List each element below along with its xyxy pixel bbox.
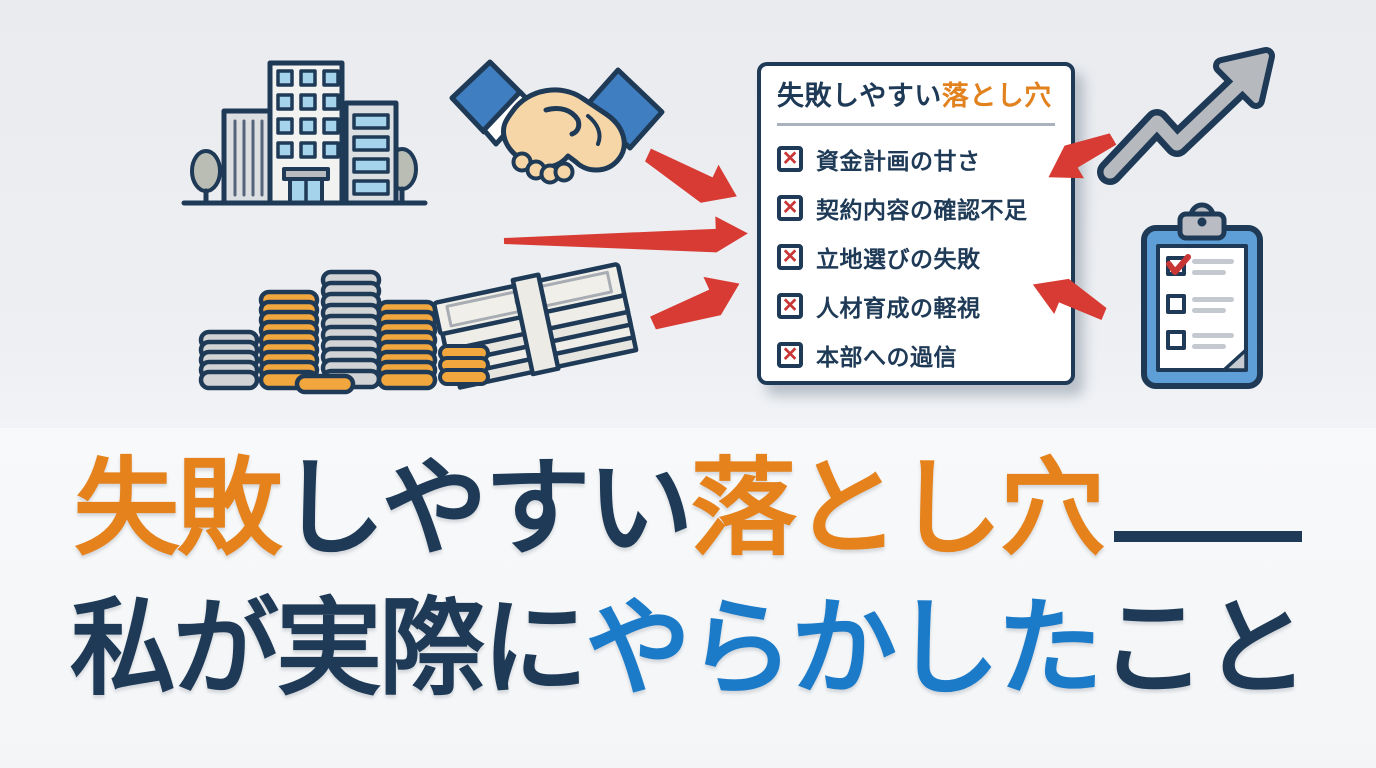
x-checkbox-icon: × bbox=[777, 143, 803, 173]
x-mark-icon: × bbox=[782, 241, 798, 270]
headline-line1-seg1: 失敗 bbox=[73, 450, 283, 568]
checklist-item: × 立地選びの失敗 bbox=[777, 233, 1055, 282]
headline-line1-seg2: しやすい bbox=[279, 450, 694, 568]
checklist-item: × 契約内容の確認不足 bbox=[777, 184, 1055, 233]
headline-line2-seg2: やらかした bbox=[585, 589, 1103, 708]
checklist-item-label: 本部への過信 bbox=[816, 344, 957, 371]
x-mark-icon: × bbox=[782, 143, 798, 172]
red-arrow-icon bbox=[645, 148, 737, 203]
handshake-icon bbox=[449, 59, 665, 185]
red-arrow-icon bbox=[1032, 278, 1107, 321]
headline-line2: 私が実際にやらかしたこと bbox=[0, 580, 1376, 720]
x-mark-icon: × bbox=[782, 339, 798, 368]
headline-line2-seg3: こと bbox=[1100, 589, 1309, 708]
card-divider bbox=[777, 122, 1055, 126]
red-arrows-left bbox=[503, 148, 748, 330]
coin-stacks-icon bbox=[195, 248, 440, 400]
x-mark-icon: × bbox=[782, 192, 798, 221]
banknote-stack-icon bbox=[432, 262, 639, 390]
checklist-item: × 資金計画の甘さ bbox=[777, 135, 1055, 184]
headline-em-dash: —— bbox=[1114, 530, 1303, 542]
x-checkbox-icon: × bbox=[777, 192, 803, 222]
x-checkbox-icon: × bbox=[777, 241, 803, 271]
card-title: 失敗しやすい落とし穴 bbox=[777, 78, 1055, 116]
card-title-accent: 落とし穴 bbox=[941, 81, 1052, 111]
red-arrow-icon bbox=[503, 216, 748, 253]
checklist-item-label: 資金計画の甘さ bbox=[816, 148, 981, 175]
headline: 失敗しやすい落とし穴 —— 私が実際にやらかしたこと bbox=[0, 440, 1376, 720]
trend-up-arrow-icon bbox=[1097, 47, 1275, 185]
x-checkbox-icon: × bbox=[777, 290, 803, 320]
checklist-item: × 本部への過信 bbox=[777, 331, 1055, 380]
red-arrow-icon bbox=[650, 276, 740, 330]
pitfalls-card: 失敗しやすい落とし穴 × 資金計画の甘さ × 契約内容の確認不足 × 立地選びの… bbox=[757, 62, 1075, 385]
headline-line2-seg1: 私が実際に bbox=[70, 589, 588, 708]
card-title-dark: 失敗しやすい bbox=[777, 81, 942, 111]
buildings-icon bbox=[181, 60, 428, 206]
headline-line1: 失敗しやすい落とし穴 —— bbox=[0, 440, 1376, 580]
checklist-item-label: 立地選びの失敗 bbox=[816, 246, 981, 273]
red-arrow-icon bbox=[1048, 133, 1117, 179]
red-arrows-right bbox=[1032, 133, 1117, 321]
clipboard-checklist-icon bbox=[1141, 202, 1263, 389]
checklist-item: × 人材育成の軽視 bbox=[777, 282, 1055, 331]
headline-line1-seg3: 落とし穴 bbox=[690, 450, 1105, 568]
x-mark-icon: × bbox=[782, 290, 798, 319]
bottom-background bbox=[0, 428, 1376, 768]
x-checkbox-icon: × bbox=[777, 339, 803, 369]
checklist-item-label: 人材育成の軽視 bbox=[816, 295, 981, 322]
checklist-item-label: 契約内容の確認不足 bbox=[816, 197, 1028, 224]
